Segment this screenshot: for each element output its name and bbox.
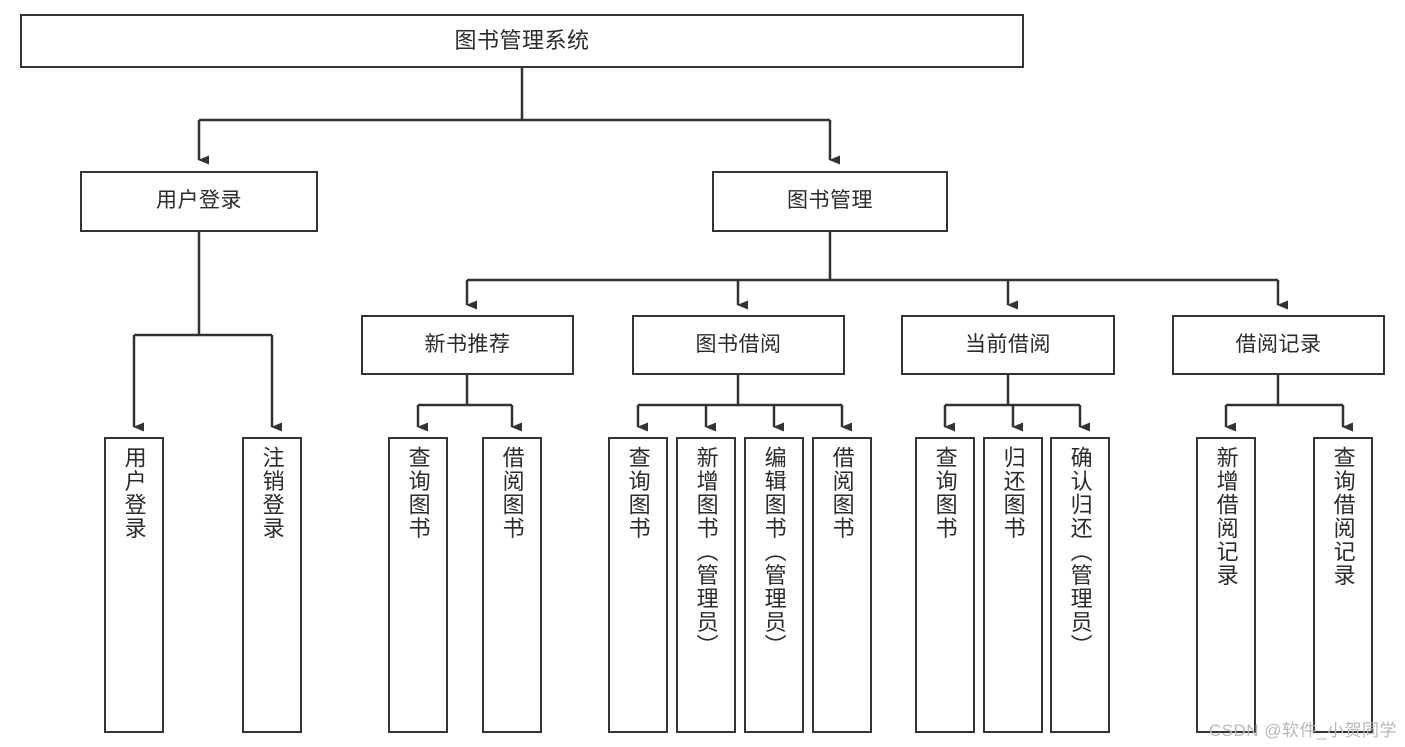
node-label: 查询图书: [625, 446, 651, 540]
node-label: 当前借阅: [965, 332, 1051, 356]
node-new-book-recommend[interactable]: 新书推荐: [361, 315, 574, 375]
leaf-borrow-record-query-record[interactable]: 查询借阅记录: [1313, 437, 1373, 733]
node-label: 确认归还（管理员）: [1067, 446, 1093, 658]
node-label: 新增借阅记录: [1213, 446, 1239, 587]
csdn-watermark: CSDN @软件_小贺同学: [1208, 721, 1397, 740]
node-label: 用户登录: [156, 189, 242, 213]
node-root-book-management-system[interactable]: 图书管理系统: [20, 14, 1024, 68]
node-label: 新书推荐: [424, 332, 511, 356]
node-label: 查询借阅记录: [1330, 446, 1356, 587]
node-current-borrow[interactable]: 当前借阅: [901, 315, 1115, 375]
leaf-current-borrow-confirm-return-admin[interactable]: 确认归还（管理员）: [1050, 437, 1110, 733]
node-label: 图书管理系统: [454, 28, 590, 54]
node-label: 图书管理: [787, 189, 873, 213]
node-label: 查询图书: [405, 446, 431, 540]
node-user-login[interactable]: 用户登录: [80, 171, 318, 232]
leaf-new-book-borrow-book[interactable]: 借阅图书: [482, 437, 542, 733]
node-label: 编辑图书（管理员）: [761, 446, 787, 658]
leaf-new-book-query-book[interactable]: 查询图书: [388, 437, 448, 733]
node-label: 图书借阅: [695, 332, 782, 356]
leaf-user-login-logout[interactable]: 注销登录: [242, 437, 302, 733]
leaf-current-borrow-query-book[interactable]: 查询图书: [915, 437, 975, 733]
leaf-book-borrow-query-book[interactable]: 查询图书: [608, 437, 668, 733]
leaf-book-borrow-edit-book-admin[interactable]: 编辑图书（管理员）: [744, 437, 804, 733]
node-book-borrow[interactable]: 图书借阅: [632, 315, 845, 375]
node-label: 归还图书: [1000, 446, 1026, 540]
leaf-book-borrow-borrow-book[interactable]: 借阅图书: [812, 437, 872, 733]
leaf-user-login-login[interactable]: 用户登录: [104, 437, 164, 733]
node-book-management[interactable]: 图书管理: [712, 171, 948, 232]
node-label: 借阅记录: [1235, 332, 1322, 356]
leaf-book-borrow-add-book-admin[interactable]: 新增图书（管理员）: [676, 437, 736, 733]
leaf-current-borrow-return-book[interactable]: 归还图书: [983, 437, 1043, 733]
node-label: 借阅图书: [829, 446, 855, 540]
node-label: 注销登录: [259, 446, 285, 540]
node-label: 借阅图书: [499, 446, 525, 540]
node-borrow-record[interactable]: 借阅记录: [1172, 315, 1385, 375]
node-label: 用户登录: [121, 446, 147, 540]
node-label: 新增图书（管理员）: [693, 446, 719, 658]
leaf-borrow-record-add-record[interactable]: 新增借阅记录: [1196, 437, 1256, 733]
node-label: 查询图书: [932, 446, 958, 540]
